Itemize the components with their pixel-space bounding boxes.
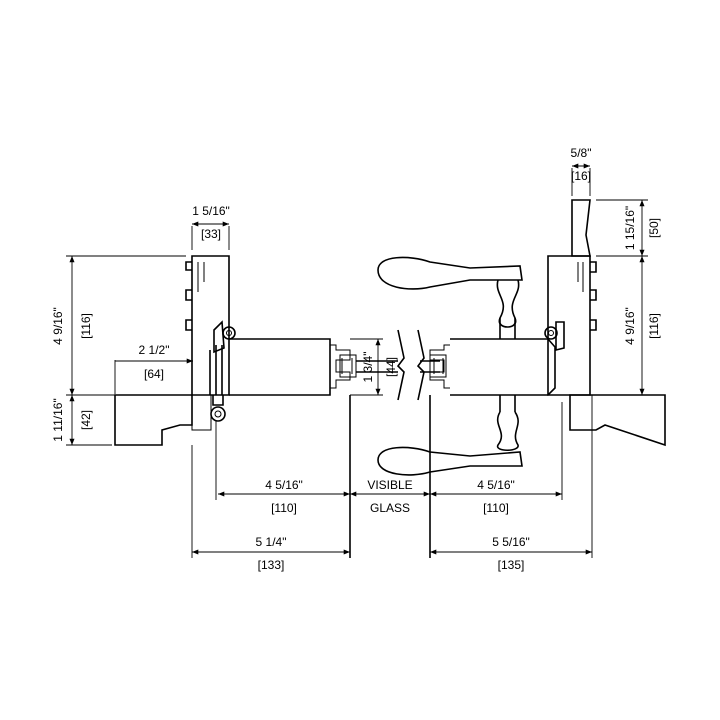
left-base-height-mm: [42] (79, 410, 93, 430)
left-height-in: 4 9/16" (51, 307, 65, 345)
dimension-lines (66, 163, 648, 558)
left-offset-mm: [64] (144, 367, 164, 381)
right-total-mm: [135] (498, 558, 525, 572)
door-thickness-mm: [44] (384, 357, 398, 377)
left-offset-in: 2 1/2" (139, 343, 170, 357)
right-height-in: 4 9/16" (623, 307, 637, 345)
right-top-width-in: 5/8" (571, 146, 592, 160)
left-top-width-in: 1 5/16" (192, 204, 230, 218)
right-top-height-mm: [50] (647, 218, 661, 238)
left-frame (114, 255, 236, 446)
glass-label: GLASS (370, 501, 410, 515)
left-door-leaf (229, 338, 357, 558)
left-top-width-mm: [33] (201, 227, 221, 241)
left-inner-span-in: 4 5/16" (265, 478, 303, 492)
right-top-width-mm: [16] (571, 169, 591, 183)
left-inner-span-mm: [110] (271, 501, 297, 515)
right-inner-span-mm: [110] (483, 501, 509, 515)
left-base-height-in: 1 11/16" (51, 398, 65, 441)
door-thickness-in: 1 3/4" (361, 352, 375, 383)
left-height-mm: [116] (79, 313, 93, 339)
right-door-leaf (429, 338, 556, 558)
left-total-mm: [133] (258, 558, 285, 572)
lower-lever-handle (377, 395, 523, 476)
right-total-in: 5 5/16" (492, 535, 530, 549)
visible-label: VISIBLE (367, 478, 412, 492)
right-top-height-in: 1 15/16" (623, 206, 637, 250)
right-frame (544, 199, 666, 447)
left-total-in: 5 1/4" (256, 535, 287, 549)
upper-lever-handle (377, 256, 523, 339)
right-inner-span-in: 4 5/16" (477, 478, 515, 492)
dimension-labels: 1 5/16" [33] 4 9/16" [116] 2 1/2" [64] 1… (51, 146, 661, 572)
right-height-mm: [116] (647, 313, 661, 339)
